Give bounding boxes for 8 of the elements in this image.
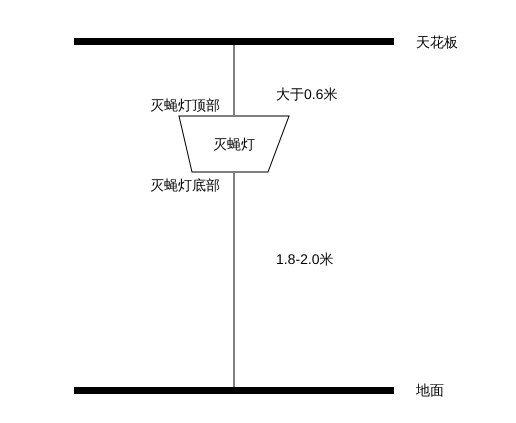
side-label: 灭蝇灯顶部 [150, 96, 220, 115]
side-label: 灭蝇灯底部 [150, 176, 220, 195]
lamp-label: 灭蝇灯 [213, 134, 255, 154]
side-label: 天花板 [416, 33, 458, 52]
side-label: 地面 [416, 381, 444, 400]
surface-bar [74, 387, 394, 394]
surface-bar [74, 38, 394, 45]
lamp-trapezoid [178, 115, 290, 173]
